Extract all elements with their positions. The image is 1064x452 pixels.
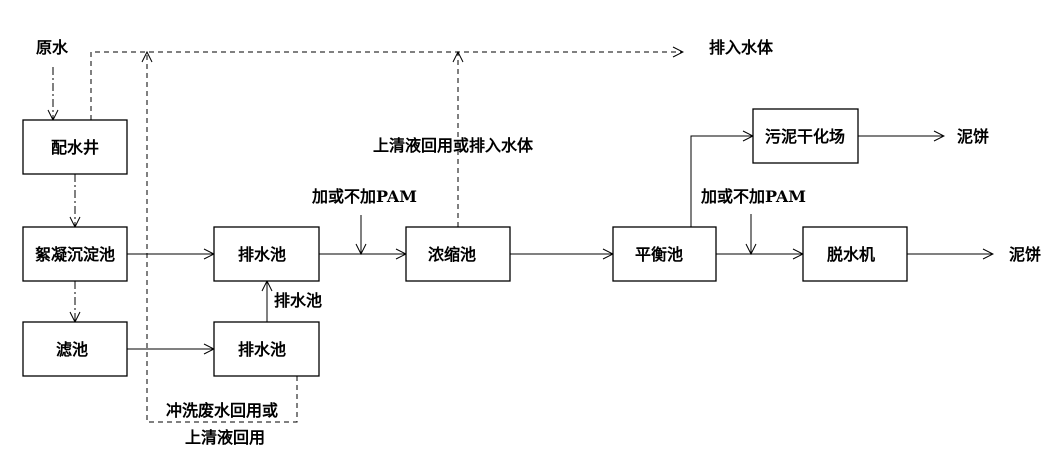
washwater-label-line2: 上清液回用 bbox=[185, 428, 265, 447]
discharge-label: 排入水体 bbox=[709, 38, 774, 57]
node-label: 浓缩池 bbox=[428, 245, 476, 264]
node-label: 滤池 bbox=[56, 340, 88, 359]
washwater-label-line1: 冲洗废水回用或 bbox=[166, 401, 278, 420]
balance-to-drying-arrow bbox=[690, 136, 753, 227]
node-label: 排水池 bbox=[238, 245, 286, 264]
node-sludge-drying-bed: 污泥干化场 bbox=[752, 108, 859, 164]
node-label: 排水池 bbox=[238, 340, 286, 359]
drain-link-label: 排水池 bbox=[274, 291, 322, 310]
node-filter: 滤池 bbox=[22, 321, 128, 377]
pam-label-1: 加或不加PAM bbox=[311, 187, 417, 206]
node-distribution-well: 配水井 bbox=[22, 119, 128, 175]
node-label: 脱水机 bbox=[827, 245, 875, 264]
node-balance-tank: 平衡池 bbox=[612, 226, 717, 282]
sludge-cake-label-2: 泥饼 bbox=[1009, 245, 1041, 264]
node-label: 平衡池 bbox=[635, 245, 683, 264]
node-label: 配水井 bbox=[51, 138, 99, 157]
raw-water-label: 原水 bbox=[36, 38, 69, 57]
pam-label-2: 加或不加PAM bbox=[700, 187, 806, 206]
sludge-cake-label-1: 泥饼 bbox=[957, 127, 989, 146]
node-label: 絮凝沉淀池 bbox=[35, 245, 115, 264]
node-drain-tank-2: 排水池 bbox=[213, 321, 320, 377]
node-dewatering-machine: 脱水机 bbox=[802, 226, 908, 282]
node-thickener: 浓缩池 bbox=[405, 226, 511, 282]
node-coag-sed-tank: 絮凝沉淀池 bbox=[22, 226, 128, 282]
node-drain-tank-1: 排水池 bbox=[213, 226, 320, 282]
node-label: 污泥干化场 bbox=[765, 127, 845, 146]
discharge-line bbox=[91, 52, 683, 120]
supernatant-label: 上清液回用或排入水体 bbox=[373, 136, 534, 155]
washwater-return-line bbox=[147, 52, 298, 423]
